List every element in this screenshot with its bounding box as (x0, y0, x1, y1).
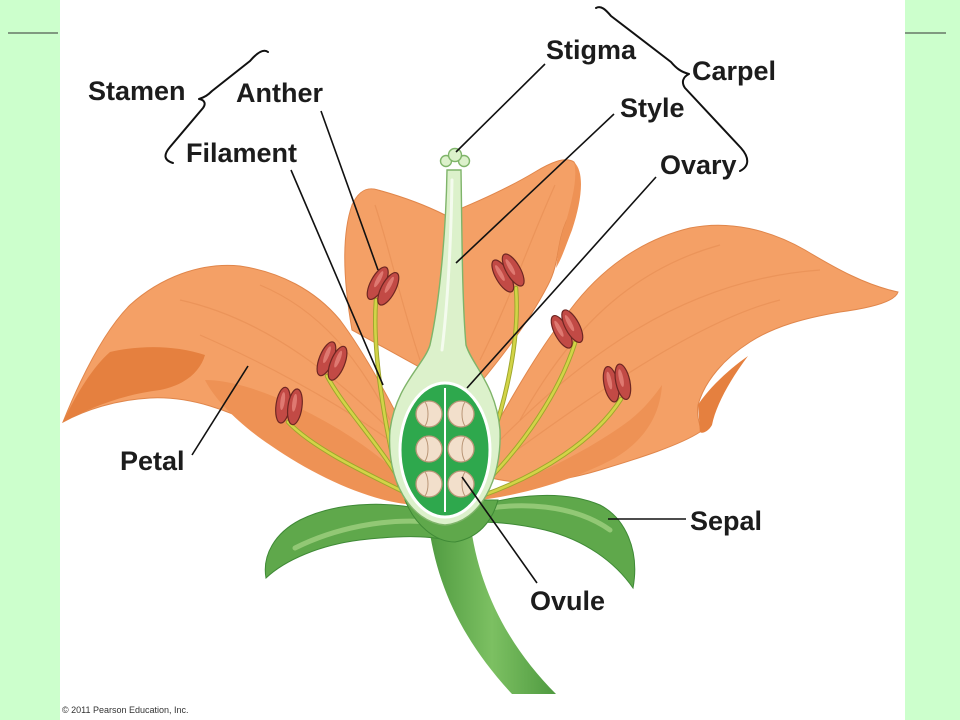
leader-ovary (466, 176, 657, 389)
anthers (275, 253, 632, 426)
label-anther: Anther (236, 78, 323, 108)
label-petal: Petal (120, 446, 185, 476)
copyright-notice: © 2011 Pearson Education, Inc. (62, 705, 189, 715)
anther-2 (316, 341, 348, 381)
label-carpel: Carpel (692, 56, 776, 86)
filament-6 (482, 397, 623, 497)
petal-right-underside (698, 356, 748, 433)
label-sepal: Sepal (690, 506, 762, 536)
carpel (388, 147, 501, 526)
ovule-5 (415, 470, 443, 498)
carpel-bracket (595, 6, 749, 172)
filament-3 (286, 420, 412, 497)
leader-ovule (461, 476, 538, 584)
ovule-1 (415, 400, 443, 428)
anther-3 (275, 386, 303, 426)
leader-filament (290, 169, 384, 386)
anther-5 (550, 309, 584, 349)
petal-left-underside (63, 347, 205, 422)
label-ovule: Ovule (530, 586, 605, 616)
anther-1 (366, 266, 400, 306)
petal-right (469, 224, 899, 483)
ovule-3 (415, 435, 443, 463)
stem (428, 520, 556, 694)
ovule-2 (447, 400, 475, 428)
style-highlight (440, 178, 454, 352)
leader-lines (191, 63, 686, 584)
leader-petal (191, 365, 249, 456)
petals (62, 159, 899, 505)
leader-anther (320, 110, 379, 271)
petal-lower-right (480, 385, 662, 500)
stamen-bracket (164, 49, 269, 164)
label-ovary: Ovary (660, 150, 737, 180)
ovule-4 (447, 435, 475, 463)
label-stigma: Stigma (546, 35, 637, 65)
label-filament: Filament (186, 138, 297, 168)
sepal-left-highlight (292, 518, 433, 551)
petal-veins (179, 184, 821, 456)
label-style: Style (620, 93, 685, 123)
label-stamen: Stamen (88, 76, 186, 106)
anther-6 (602, 363, 632, 403)
ovules (415, 400, 475, 498)
ovule-6 (447, 470, 475, 498)
leader-style (455, 113, 615, 264)
stigma (439, 147, 471, 168)
petal-back-fold (556, 162, 581, 268)
leader-stigma (455, 63, 546, 153)
anther-4 (491, 253, 525, 293)
